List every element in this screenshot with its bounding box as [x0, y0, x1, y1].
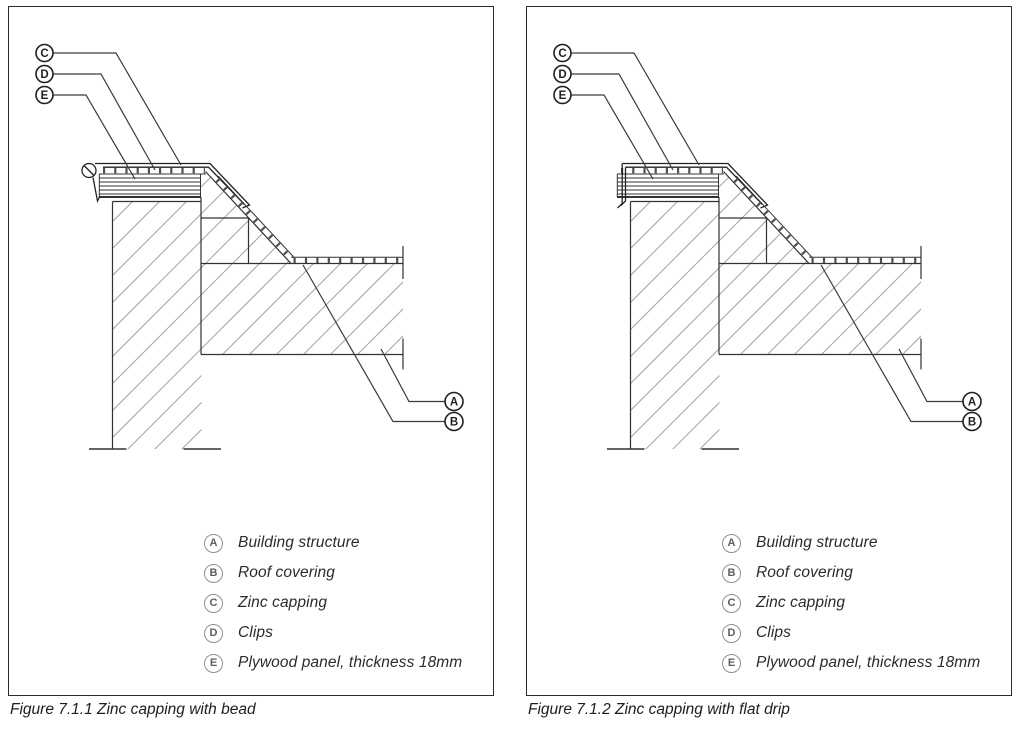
- legend-bullet-e: E: [204, 653, 223, 673]
- legend-label-a: Building structure: [756, 534, 878, 551]
- legend-item-c: C Zinc capping: [204, 588, 462, 618]
- svg-text:D: D: [40, 69, 48, 81]
- legend-label-b: Roof covering: [756, 564, 853, 581]
- legend-label-c: Zinc capping: [756, 594, 846, 611]
- svg-text:A: A: [968, 397, 976, 409]
- svg-text:E: E: [559, 90, 567, 102]
- legend-label-d: Clips: [756, 624, 791, 641]
- legend-label-c: Zinc capping: [238, 594, 328, 611]
- legend-item-d: D Clips: [204, 618, 462, 648]
- svg-text:B: B: [968, 417, 976, 429]
- figure-caption-1: Figure 7.1.1 Zinc capping with bead: [10, 701, 256, 718]
- legend-item-c: C Zinc capping: [722, 588, 980, 618]
- legend-bullet-a: A: [204, 533, 223, 553]
- legend-bullet-e: E: [722, 653, 741, 673]
- callout-b: B: [962, 411, 982, 432]
- bead-flap: [92, 177, 101, 204]
- callout-b: B: [444, 411, 464, 432]
- clips-row: [99, 168, 206, 175]
- leader-lines: [571, 52, 963, 423]
- leader-lines: [53, 52, 445, 423]
- svg-text:C: C: [40, 48, 48, 60]
- legend-item-e: E Plywood panel, thickness 18mm: [204, 648, 462, 678]
- roof-covering-flat: [291, 256, 403, 263]
- bead-curl: [81, 162, 97, 179]
- legend-item-a: A Building structure: [722, 528, 980, 558]
- roof-covering-slope: [733, 175, 813, 261]
- legend-bullet-b: B: [722, 563, 741, 583]
- building-structure-lines: [607, 171, 922, 450]
- callout-c: C: [553, 43, 572, 63]
- legend-label-b: Roof covering: [238, 564, 335, 581]
- building-structure-lines: [89, 171, 404, 450]
- legend-label-d: Clips: [238, 624, 273, 641]
- svg-text:A: A: [450, 397, 458, 409]
- legend: A Building structure B Roof covering C Z…: [204, 528, 462, 678]
- callout-e: E: [35, 85, 54, 105]
- callout-e: E: [553, 85, 572, 105]
- legend-label-e: Plywood panel, thickness 18mm: [756, 654, 981, 671]
- svg-text:C: C: [558, 48, 566, 60]
- callout-c: C: [35, 43, 54, 63]
- plywood-panel: [98, 174, 201, 198]
- svg-text:D: D: [558, 69, 566, 81]
- legend-item-b: B Roof covering: [204, 558, 462, 588]
- technical-drawing-flat-drip: C D E A B: [553, 43, 982, 450]
- legend-item-a: A Building structure: [204, 528, 462, 558]
- callout-d: D: [35, 64, 54, 84]
- plywood-panel: [616, 174, 719, 198]
- figure-panel-bead: C D E A B A Building structure: [8, 6, 494, 696]
- callout-a: A: [444, 391, 464, 412]
- roof-covering-slope: [215, 175, 295, 261]
- callout-a: A: [962, 391, 982, 412]
- legend-item-e: E Plywood panel, thickness 18mm: [722, 648, 980, 678]
- legend-bullet-c: C: [204, 593, 223, 613]
- legend-item-b: B Roof covering: [722, 558, 980, 588]
- figure-caption-2: Figure 7.1.2 Zinc capping with flat drip: [528, 701, 790, 718]
- legend-bullet-d: D: [722, 623, 741, 643]
- svg-text:E: E: [41, 90, 49, 102]
- technical-drawing-bead: C D E A B: [35, 43, 464, 450]
- svg-text:B: B: [450, 417, 458, 429]
- legend-bullet-a: A: [722, 533, 741, 553]
- legend-bullet-c: C: [722, 593, 741, 613]
- legend-label-a: Building structure: [238, 534, 360, 551]
- figure-panel-flat-drip: C D E A B A Building structure: [526, 6, 1012, 696]
- roof-covering-flat: [809, 256, 921, 263]
- legend-label-e: Plywood panel, thickness 18mm: [238, 654, 463, 671]
- callout-d: D: [553, 64, 572, 84]
- clips-row: [617, 168, 724, 175]
- legend: A Building structure B Roof covering C Z…: [722, 528, 980, 678]
- legend-bullet-d: D: [204, 623, 223, 643]
- legend-item-d: D Clips: [722, 618, 980, 648]
- legend-bullet-b: B: [204, 563, 223, 583]
